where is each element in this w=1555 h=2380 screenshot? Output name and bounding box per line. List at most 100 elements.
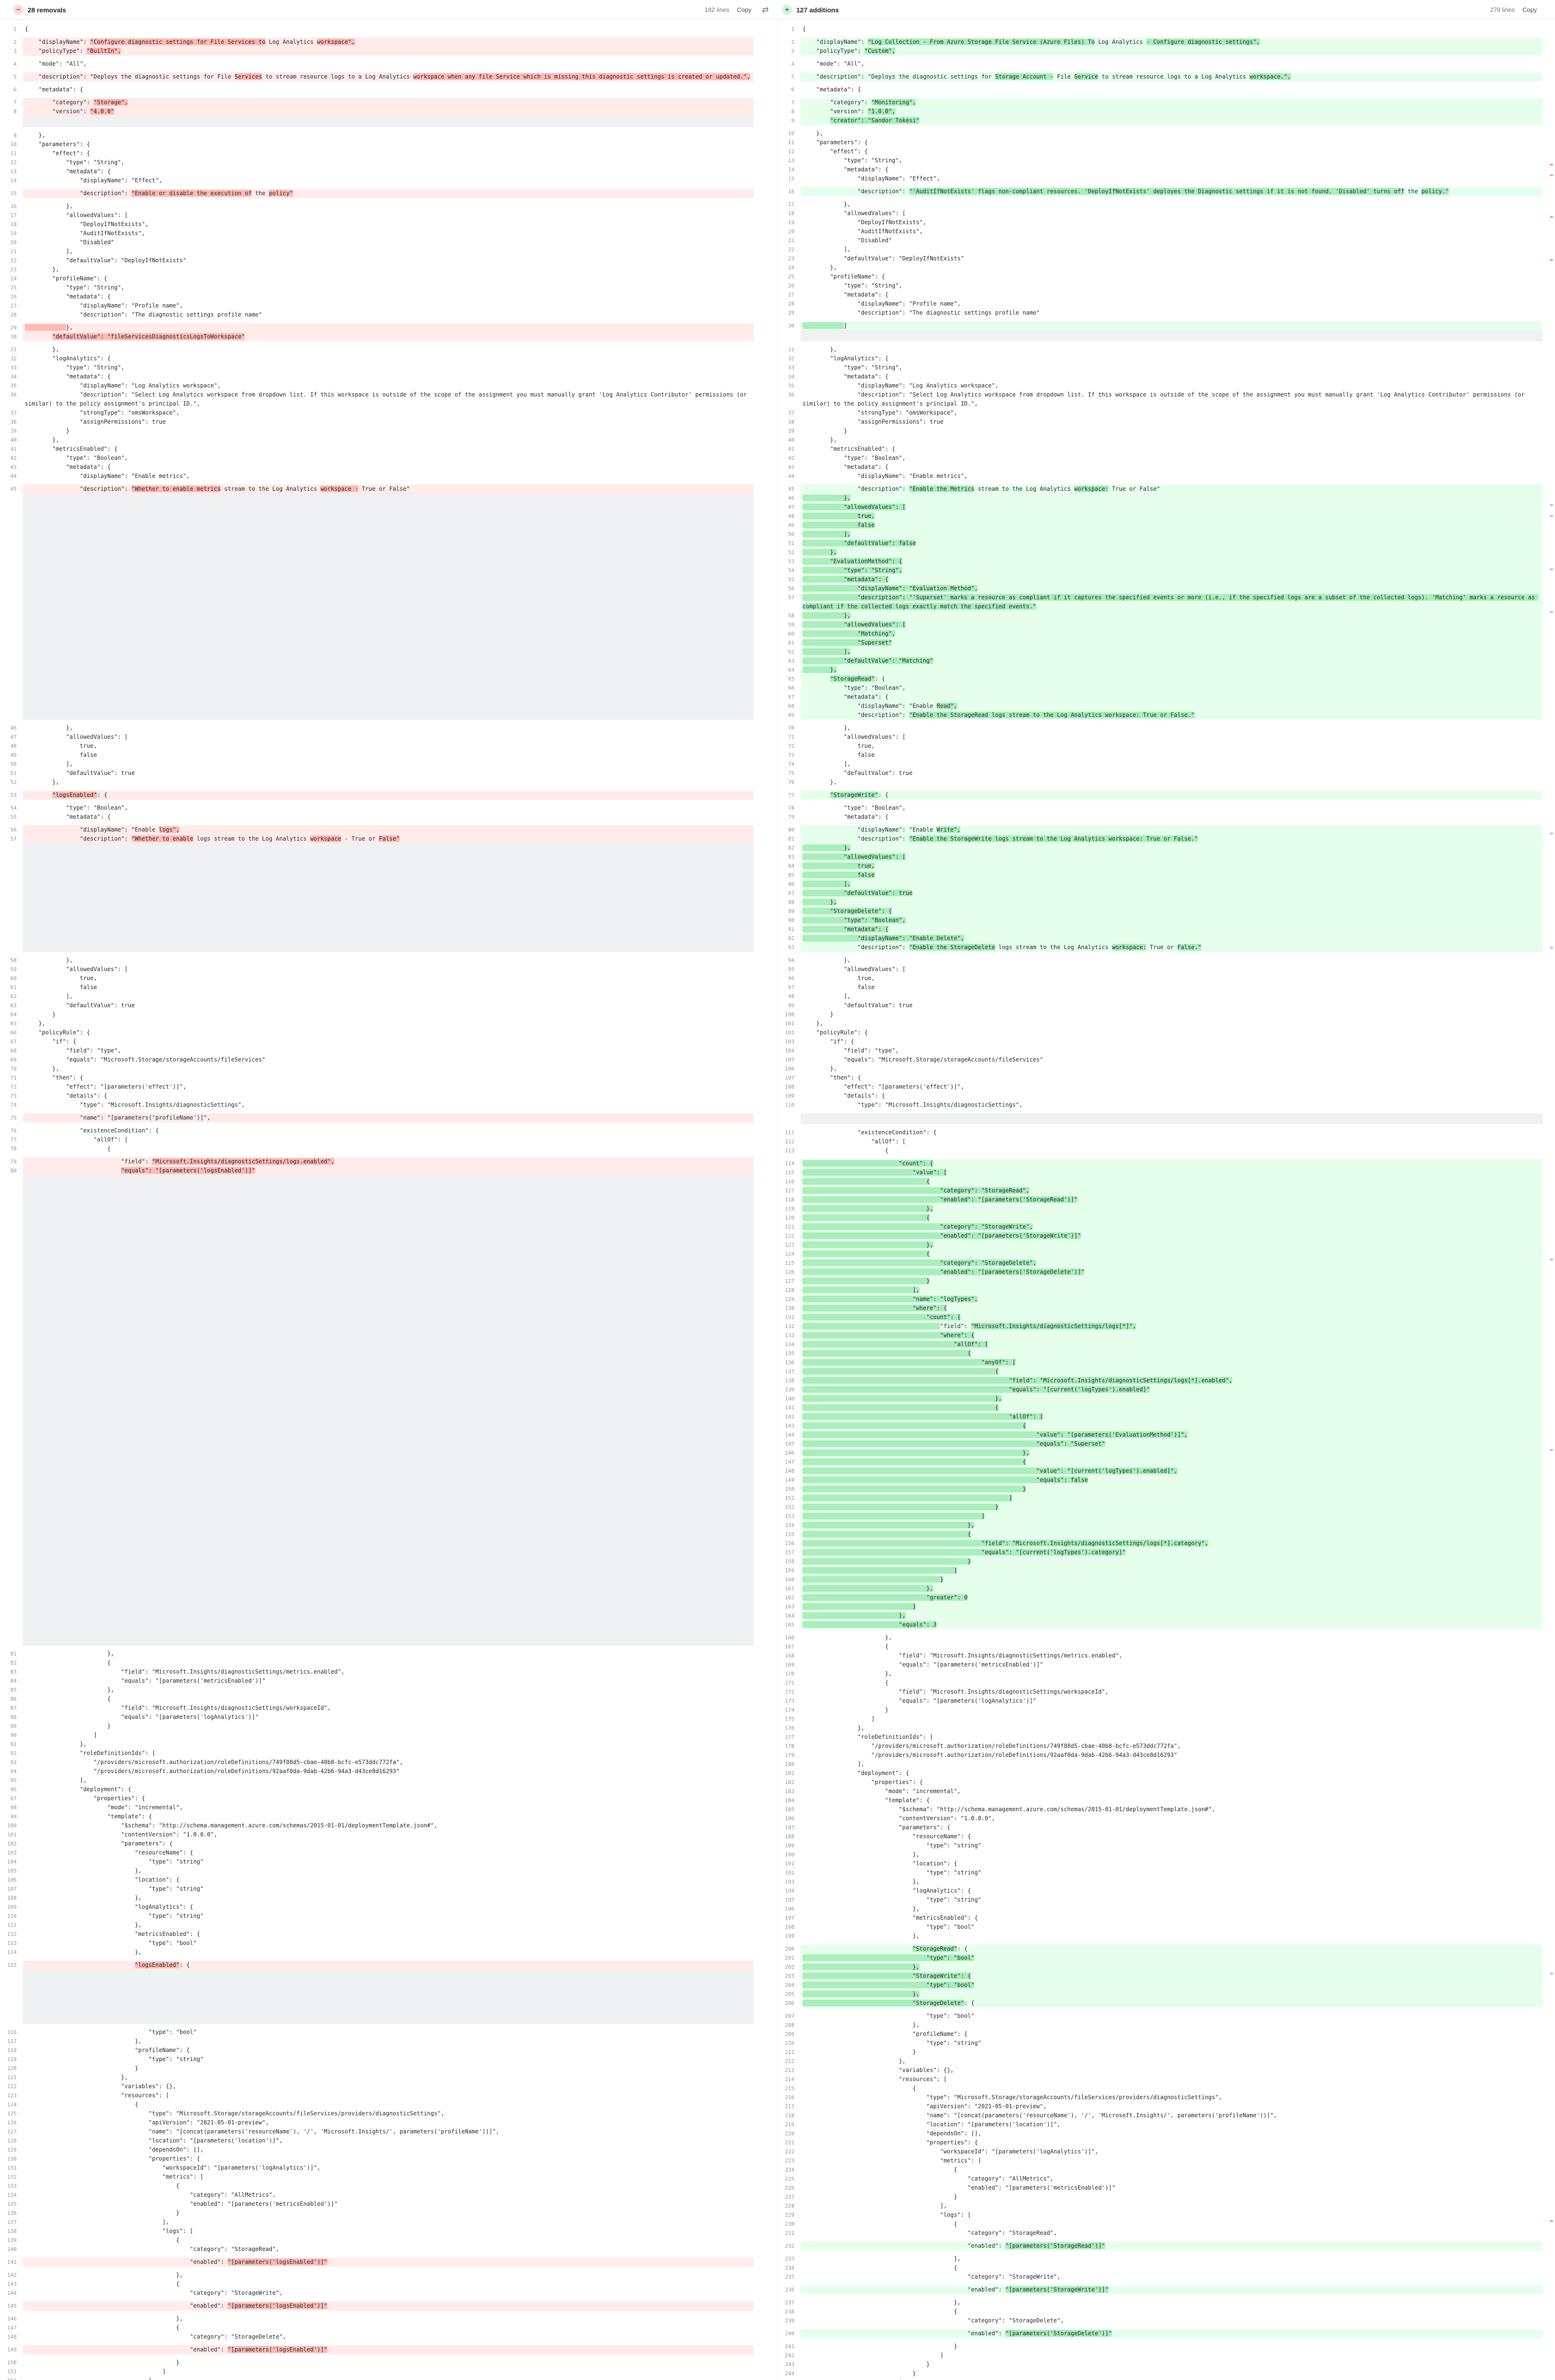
code-text: },: [801, 1990, 1543, 1999]
code-text: "equals": "Microsoft.Storage/storageAcco…: [802, 1056, 1043, 1063]
line-number: 59: [10, 966, 17, 972]
swap-panes-icon[interactable]: ⇄: [762, 5, 769, 14]
code-text: }: [801, 1557, 1543, 1566]
code-line: 212 },: [778, 2057, 1555, 2066]
line-number: 32: [788, 356, 794, 362]
line-number: 37: [788, 410, 794, 416]
line-number: 36: [10, 392, 17, 398]
code-text: },: [802, 264, 837, 271]
code-line: 193 },: [778, 1877, 1555, 1886]
code-line: 14 "metadata": {: [778, 165, 1555, 174]
code-line: 148 "value": "[current('logTypes').enabl…: [778, 1467, 1555, 1476]
code-text: },: [801, 611, 1543, 620]
code-text: "type": "Boolean",: [25, 455, 128, 461]
code-line: 71 "then": {: [0, 1073, 777, 1082]
line-number: 42: [788, 455, 794, 461]
minimap-removal-tick: [1550, 216, 1553, 218]
code-text: "displayName": "Profile name",: [802, 300, 961, 307]
line-number: 223: [785, 2158, 794, 2164]
code-line: 223 "metrics": [: [778, 2156, 1555, 2165]
line-number: 160: [785, 1577, 794, 1583]
code-line: 141 {: [778, 1403, 1555, 1412]
code-line: 64 }: [0, 1010, 777, 1019]
line-number: 225: [785, 2176, 794, 2182]
code-line: 17 "allowedValues": [: [0, 211, 777, 220]
code-text: "effect": {: [25, 150, 90, 157]
left-copy-button[interactable]: Copy: [737, 6, 752, 13]
line-number: 110: [785, 1102, 794, 1108]
code-line: 175 ]: [778, 1715, 1555, 1724]
code-line: 99 "defaultValue": true: [778, 1001, 1555, 1010]
line-number: [0, 494, 23, 720]
code-line: 42 "type": "Boolean",: [778, 454, 1555, 463]
line-number: 4: [791, 61, 794, 67]
right-copy-button[interactable]: Copy: [1522, 6, 1537, 13]
code-line: 25 "profileName": {: [778, 272, 1555, 281]
code-line: 46 },: [0, 724, 777, 733]
code-text: "equals": "[parameters('logsEnabled')]": [23, 1166, 753, 1175]
code-line: 177 "roleDefinitionIds": [: [778, 1733, 1555, 1742]
line-number: 132: [7, 2174, 17, 2180]
code-text: "allowedValues": [: [802, 734, 906, 740]
line-number: 89: [10, 1723, 17, 1729]
code-line: 107 "type": "string": [0, 1884, 777, 1894]
line-number: 40: [788, 437, 794, 443]
code-line: 44 "displayName": "Enable metrics",: [0, 472, 777, 481]
code-line: 245 ],: [778, 2378, 1555, 2380]
line-number: 227: [785, 2194, 794, 2200]
line-number: 123: [785, 1242, 794, 1248]
code-line: 184 "template": {: [778, 1796, 1555, 1805]
line-number: 19: [10, 230, 17, 237]
code-text: }: [25, 1723, 111, 1729]
line-number: 58: [788, 613, 794, 619]
code-text: {: [801, 1458, 1543, 1467]
filler-block: [778, 1113, 1555, 1124]
code-text: {: [25, 2182, 180, 2189]
code-line: 20 "Disabled": [0, 238, 777, 247]
code-text: "equals": false: [801, 1476, 1543, 1485]
code-line: 111 "existenceCondition": {: [778, 1128, 1555, 1137]
code-line: 48 true,: [778, 512, 1555, 521]
line-number: 102: [7, 1841, 17, 1847]
code-line: 77 "StorageWrite": {: [778, 791, 1555, 800]
code-text: "count": {: [801, 1159, 1543, 1168]
code-line: 72 true,: [778, 742, 1555, 751]
line-number: 31: [788, 347, 794, 353]
code-line: 71 "allowedValues": [: [778, 733, 1555, 742]
code-line: 228 ],: [778, 2202, 1555, 2211]
code-text: "description": "Deploys the diagnostic s…: [801, 72, 1543, 81]
code-line: 150 }: [0, 2358, 777, 2367]
code-text: "field": "type",: [802, 1047, 899, 1054]
code-text: "allowedValues": [: [802, 966, 906, 972]
code-text: ],: [801, 2378, 1543, 2380]
code-text: "where": {: [801, 1304, 1543, 1313]
line-number: 194: [785, 1888, 794, 1894]
code-text: ]: [802, 1716, 875, 1722]
line-number: 236: [785, 2287, 794, 2293]
code-line: 126 "enabled": "[parameters('StorageDele…: [778, 1268, 1555, 1277]
line-number: 137: [785, 1368, 794, 1375]
line-number: 184: [785, 1797, 794, 1804]
code-text: "metadata": {: [802, 86, 861, 93]
code-line: 48 true,: [0, 742, 777, 751]
code-text: "type": "String",: [25, 364, 125, 371]
code-line: 93 "description": "Enable the StorageDel…: [778, 943, 1555, 952]
code-text: "enabled": "[parameters('logsEnabled')]": [23, 2258, 753, 2267]
code-line: 10 },: [778, 129, 1555, 138]
code-line: 202 },: [778, 1963, 1555, 1972]
line-number: 86: [788, 881, 794, 887]
code-line: 57 "description": "'Superset' marks a re…: [778, 593, 1555, 611]
filler-block: [0, 116, 777, 127]
line-number: 157: [785, 1549, 794, 1556]
line-number: 237: [785, 2300, 794, 2306]
minimap-addition-tick: [1550, 1449, 1553, 1451]
code-line: 143 {: [0, 2280, 777, 2289]
code-text: "metadata": {: [802, 464, 889, 470]
line-number: 169: [785, 1662, 794, 1668]
code-line: 62 ],: [0, 992, 777, 1001]
code-text: "variables": {},: [25, 2083, 176, 2090]
line-number: 28: [788, 301, 794, 307]
line-number: 11: [788, 139, 794, 146]
line-number: 117: [785, 1188, 794, 1194]
code-line: 2 "displayName": "Log Collection - From …: [778, 38, 1555, 47]
